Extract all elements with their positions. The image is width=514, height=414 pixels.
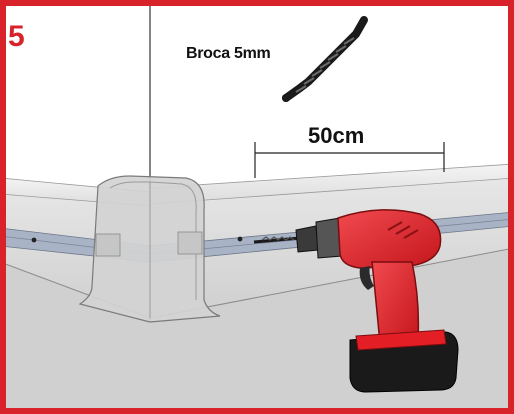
drill-bit-icon [282,16,368,102]
corner-connector [78,175,221,323]
power-drill-icon [253,209,459,393]
step-number: 5 [8,20,25,53]
spacing-dimension-line [254,142,445,178]
screw-hole [31,237,37,243]
spacing-label: 50cm [308,123,365,148]
screw-hole [237,236,243,242]
drill-bit-label: Broca 5mm [186,45,271,62]
